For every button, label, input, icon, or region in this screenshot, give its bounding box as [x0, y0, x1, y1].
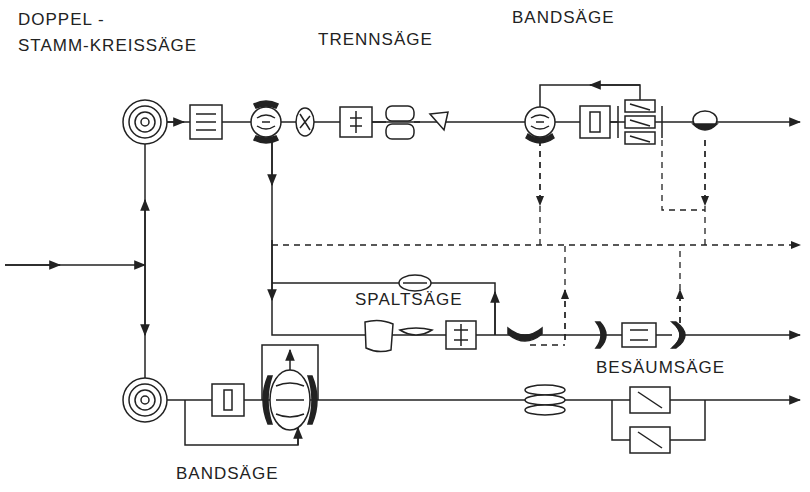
- machine-label: DOPPEL -: [18, 10, 105, 30]
- dashed-lines: [272, 140, 800, 345]
- machine-label: BANDSÄGE: [512, 8, 614, 28]
- machine-label: STAMM-KREISSÄGE: [18, 36, 197, 56]
- machine-symbols: [123, 100, 717, 453]
- machine-label: TRENNSÄGE: [318, 30, 433, 50]
- flow-lines: [5, 85, 800, 445]
- machine-label: BESÄUMSÄGE: [596, 358, 725, 378]
- machine-label: SPALTSÄGE: [355, 290, 463, 310]
- machine-label: BANDSÄGE: [176, 464, 278, 484]
